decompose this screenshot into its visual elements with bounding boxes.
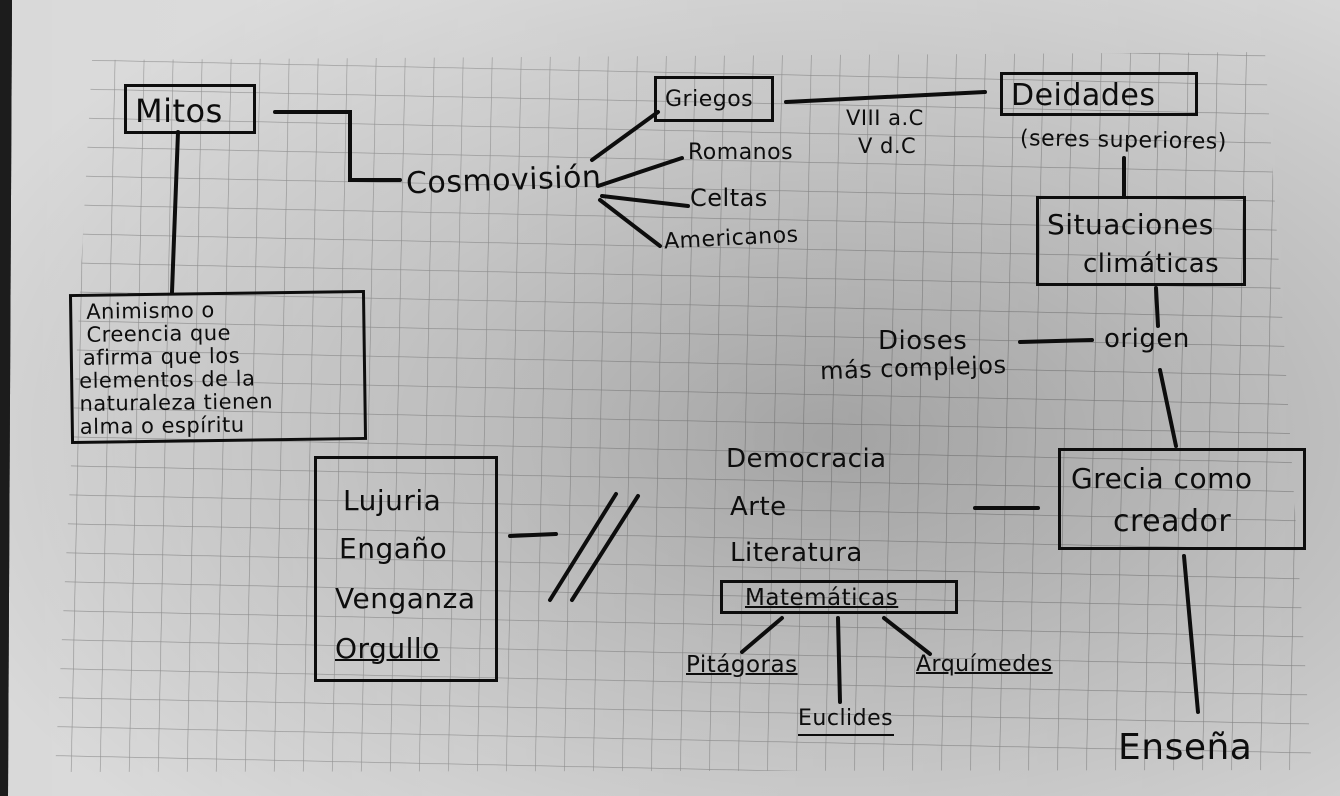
griegos-label: Griegos (665, 87, 754, 112)
situaciones-line2: climáticas (1083, 249, 1220, 279)
cosmovision-to-romanos-connector (596, 156, 684, 188)
romanos-label: Romanos (688, 140, 794, 165)
grecia-box: Grecia como creador (1058, 448, 1306, 550)
origen-label: origen (1104, 324, 1190, 354)
grecia-line2: creador (1113, 504, 1232, 539)
situaciones-to-origen-connector (1154, 286, 1160, 328)
situaciones-line1: Situaciones (1047, 208, 1214, 241)
arte-label: Arte (730, 492, 787, 522)
situaciones-box: Situaciones climáticas (1036, 196, 1246, 286)
arquimedes-label: Arquímedes (916, 652, 1053, 677)
cosmovision-to-americanos-connector (598, 198, 662, 248)
grecia-to-ensena-connector (1182, 554, 1200, 714)
deidades-label: Deidades (1011, 78, 1156, 113)
vices-to-separator-connector (508, 532, 558, 538)
matematicas-to-arquimedes-connector (882, 616, 932, 656)
vice-orgullo: Orgullo (335, 632, 440, 665)
not-equal-symbol (548, 492, 640, 602)
matematicas-box: Matemáticas (720, 580, 958, 614)
cosmovision-label: Cosmovisión (405, 159, 602, 202)
euclides-label: Euclides (798, 706, 894, 731)
vice-venganza: Venganza (335, 582, 476, 615)
animismo-line-6: alma o espíritu (79, 412, 245, 439)
democracia-label: Democracia (726, 444, 887, 474)
mitos-label: Mitos (135, 92, 223, 130)
ensena-label: Enseña (1118, 727, 1253, 768)
celtas-label: Celtas (690, 184, 768, 212)
mitos-box: Mitos (124, 84, 256, 134)
matematicas-to-pitagoras-connector (740, 616, 784, 654)
date-start-label: VIII a.C (846, 106, 924, 130)
deidades-subtitle: (seres superiores) (1019, 126, 1228, 155)
matematicas-to-euclides-connector (836, 616, 842, 704)
cosmovision-to-celtas-connector (600, 194, 690, 208)
animismo-box: Animismo o Creencia que afirma que los e… (68, 289, 368, 445)
origen-to-grecia-connector (1158, 368, 1178, 448)
literatura-label: Literatura (730, 538, 863, 568)
dioses-label: Dioses (878, 326, 968, 356)
vice-lujuria: Lujuria (343, 484, 442, 517)
mitos-to-cosmovision-connector (273, 110, 402, 182)
vices-box: Lujuria Engaño Venganza Orgullo (314, 456, 498, 682)
griegos-box: Griegos (654, 76, 774, 122)
mas-complejos-label: más complejos (819, 350, 1007, 386)
deidades-box: Deidades (1000, 72, 1198, 116)
cosmovision-to-griegos-connector (590, 110, 660, 162)
date-end-label: V d.C (858, 134, 917, 158)
pitagoras-label: Pitágoras (686, 652, 798, 678)
animismo-line-1: Animismo o (86, 298, 215, 324)
grecia-line1: Grecia como (1071, 462, 1253, 495)
animismo-line-2: Creencia que (86, 320, 232, 347)
origen-to-dioses-connector (1018, 338, 1094, 344)
griegos-to-deidades-connector (784, 90, 987, 104)
matematicas-label: Matemáticas (745, 585, 899, 611)
mitos-to-animismo-connector (170, 130, 180, 294)
vice-engano: Engaño (339, 532, 448, 565)
